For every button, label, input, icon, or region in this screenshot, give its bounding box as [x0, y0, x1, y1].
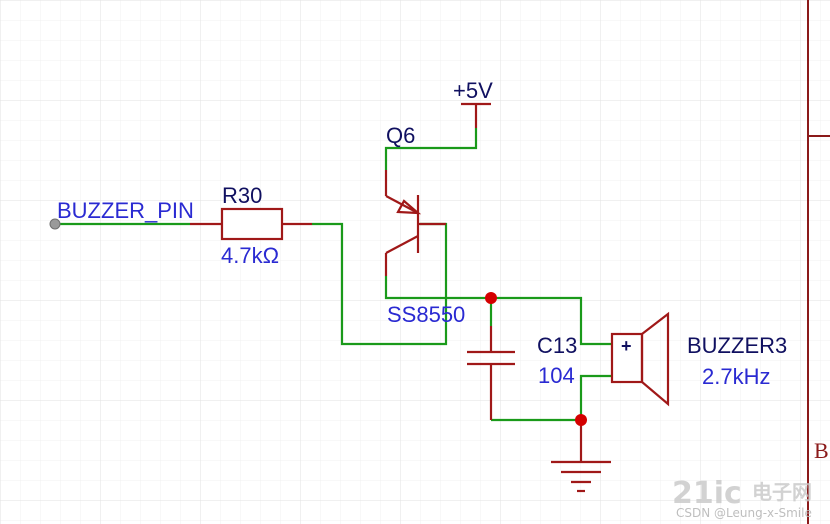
junction-dot — [485, 292, 497, 304]
watermark-logo: 21ic — [672, 476, 742, 511]
buzzer-ref: BUZZER3 — [687, 333, 787, 358]
transistor-arrow — [396, 199, 422, 215]
watermark-credit: CSDN @Leung-x-Smile — [676, 506, 812, 520]
resistor-value: 4.7kΩ — [221, 243, 279, 268]
capacitor-ref: C13 — [537, 333, 577, 358]
net-label-text: BUZZER_PIN — [57, 198, 194, 223]
power-label: +5V — [453, 78, 493, 103]
sheet-frame: B — [807, 0, 830, 524]
power-5v[interactable]: +5V — [453, 78, 493, 128]
buzzer-value: 2.7kHz — [702, 364, 770, 389]
buzzer-body — [610, 332, 644, 384]
watermark-site: 电子网 — [752, 480, 812, 504]
buzzer-pin-mark: + — [621, 336, 632, 356]
net-label-buzzer-pin[interactable]: BUZZER_PIN — [49, 198, 194, 230]
ground-symbol[interactable] — [551, 420, 611, 493]
watermark: 21ic 电子网 CSDN @Leung-x-Smile — [672, 476, 812, 520]
junction-dot — [575, 414, 587, 426]
wire-ground-rail — [491, 374, 612, 422]
resistor-r30[interactable]: R30 4.7kΩ — [190, 183, 312, 268]
transistor-q6[interactable]: Q6 SS8550 — [384, 123, 465, 327]
wire-collector-node — [384, 276, 612, 346]
resistor-ref: R30 — [222, 183, 262, 208]
resistor-body — [220, 207, 284, 241]
capacitor-value: 104 — [538, 363, 575, 388]
transistor-ref: Q6 — [386, 123, 415, 148]
buzzer-horn — [640, 311, 670, 407]
capacitor-c13[interactable]: C13 104 — [467, 326, 577, 420]
net-port-dot — [49, 218, 61, 230]
frame-zone-letter: B — [814, 438, 829, 463]
transistor-part: SS8550 — [387, 302, 465, 327]
wire-emitter-to-supply — [384, 128, 478, 170]
buzzer-buzzer3[interactable]: + BUZZER3 2.7kHz — [610, 311, 787, 407]
transistor-collector-diag — [385, 235, 419, 254]
